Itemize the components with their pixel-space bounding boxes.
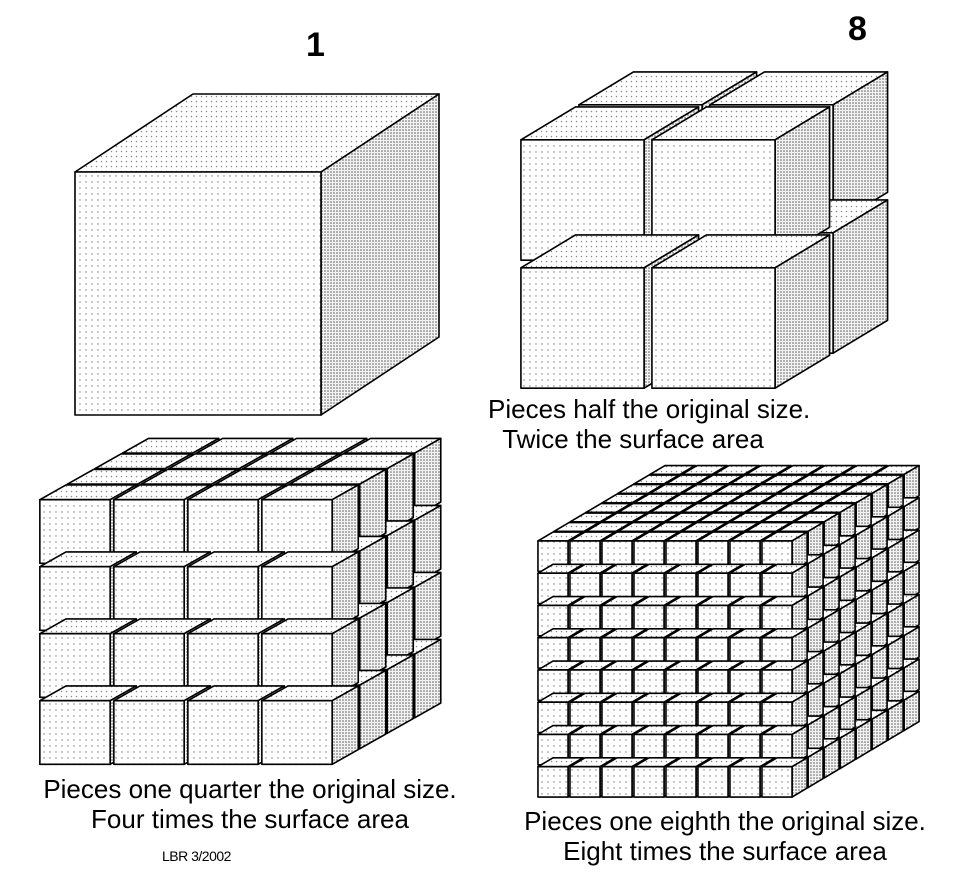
cube-front-face [762, 767, 792, 797]
caption-quarter-line-2: Four times the surface area [8, 804, 492, 834]
cube-side-face [360, 670, 386, 748]
caption-half-size: Pieces half the original size. Twice the… [488, 394, 778, 454]
cube-front-face [40, 701, 110, 765]
cube-side-face [332, 686, 358, 764]
cube-front-face [698, 767, 728, 797]
caption-eighth-line-2: Eight times the surface area [490, 836, 960, 866]
caption-half-line-1: Pieces half the original size. [488, 394, 778, 424]
cube-front-face [114, 701, 184, 765]
cube-front-face [538, 767, 568, 797]
cube-front-face [666, 767, 696, 797]
panel-eighth-size-cubes [538, 466, 919, 797]
panel-quarter-size-cubes [40, 438, 441, 764]
label-number-8: 8 [848, 10, 867, 49]
author-credit: LBR 3/2002 [162, 848, 231, 864]
label-number-1: 1 [306, 26, 325, 65]
cube-front-face [602, 767, 632, 797]
cube-side-face [387, 655, 413, 733]
cube-front-face [521, 268, 644, 388]
panel-whole-cube [75, 94, 439, 415]
cube-front-face [652, 268, 775, 388]
caption-quarter-size: Pieces one quarter the original size. Fo… [8, 774, 492, 834]
caption-eighth-size: Pieces one eighth the original size. Eig… [490, 806, 960, 866]
caption-half-line-2: Twice the surface area [488, 424, 778, 454]
cube-front-face [188, 701, 258, 765]
cube-front-face [730, 767, 760, 797]
cube-front-face [75, 172, 321, 415]
caption-quarter-line-1: Pieces one quarter the original size. [8, 774, 492, 804]
panel-half-size-cubes [521, 72, 888, 388]
cube-front-face [570, 767, 600, 797]
cube-side-face [415, 639, 441, 717]
caption-eighth-line-1: Pieces one eighth the original size. [490, 806, 960, 836]
cube-front-face [262, 701, 332, 765]
cube-front-face [634, 767, 664, 797]
